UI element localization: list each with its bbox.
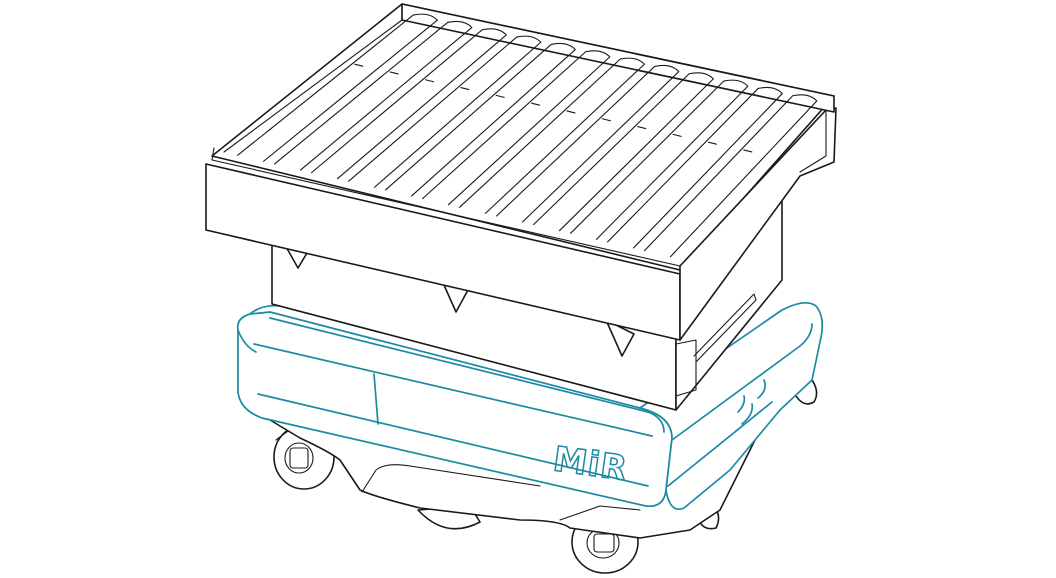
roller-tube — [237, 13, 438, 162]
roller-mark — [531, 102, 541, 106]
mobile-robot-base: MiR — [236, 301, 824, 510]
roller-tube — [348, 35, 542, 188]
rollers — [237, 13, 818, 258]
roller-mark — [707, 141, 718, 145]
roller-mark — [672, 133, 682, 137]
roller-tube — [459, 57, 645, 214]
roller-mark — [601, 118, 611, 122]
roller-tube — [644, 94, 818, 258]
roller-tube — [274, 20, 473, 171]
roller-mark — [566, 110, 576, 114]
roller-mark — [460, 87, 470, 91]
roller-mark — [424, 79, 435, 83]
roller-conveyor-top-module — [205, 3, 837, 341]
roller-mark — [637, 126, 647, 130]
roller-tube — [385, 42, 576, 197]
bracket-right — [605, 319, 635, 357]
roller-tube — [570, 79, 749, 240]
roller-mark — [743, 149, 753, 153]
roller-mark — [389, 71, 399, 75]
roller-tube — [533, 72, 714, 232]
roller-mark — [354, 63, 364, 67]
base-side-face — [639, 301, 824, 510]
roller-tube — [311, 28, 507, 180]
roller-tube — [607, 86, 783, 249]
roller-tube — [422, 50, 611, 206]
roller-mark — [495, 94, 505, 98]
roller-tube — [496, 64, 680, 223]
